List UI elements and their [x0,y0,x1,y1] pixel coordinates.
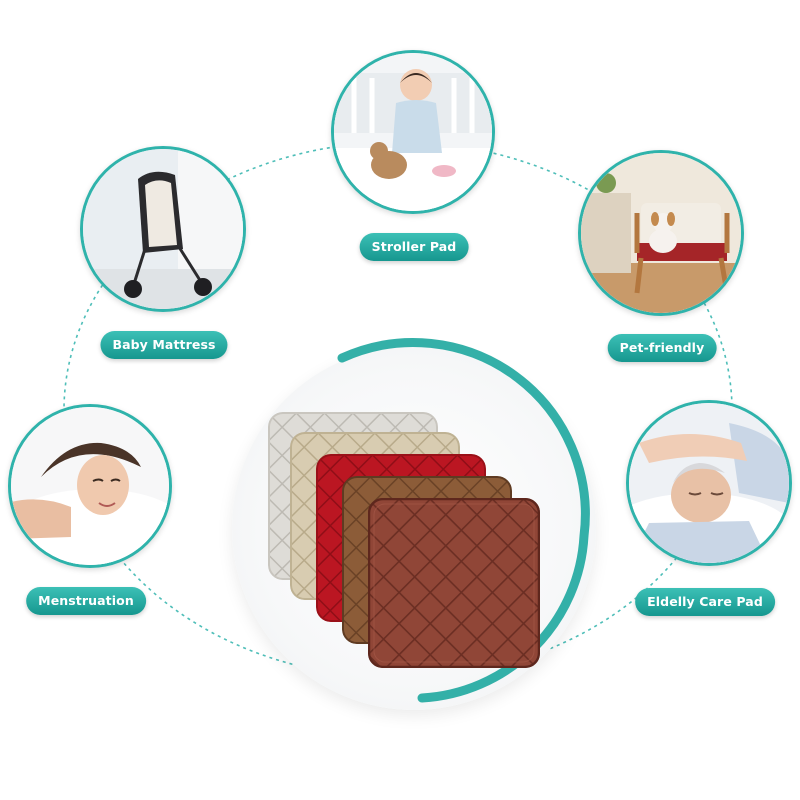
baby-with-teddy-image [334,53,492,211]
menstruation-thumbnail [8,404,172,568]
stroller-pad-thumbnail [331,50,495,214]
label-baby-mattress: Baby Mattress [100,331,228,359]
dog-on-chair-image [581,153,741,313]
woman-on-pillow-image [11,407,169,565]
label-elderly-care-pad: Eldelly Care Pad [635,588,775,616]
label-pet-friendly: Pet-friendly [607,334,717,362]
sleeping-elderly-image [629,403,789,563]
label-menstruation: Menstruation [26,587,146,615]
elderly-care-thumbnail [626,400,792,566]
pad-mahogany [368,498,540,668]
label-stroller-pad: Stroller Pad [359,233,469,261]
pet-friendly-thumbnail [578,150,744,316]
baby-mattress-thumbnail [80,146,246,312]
stroller-image [83,149,243,309]
